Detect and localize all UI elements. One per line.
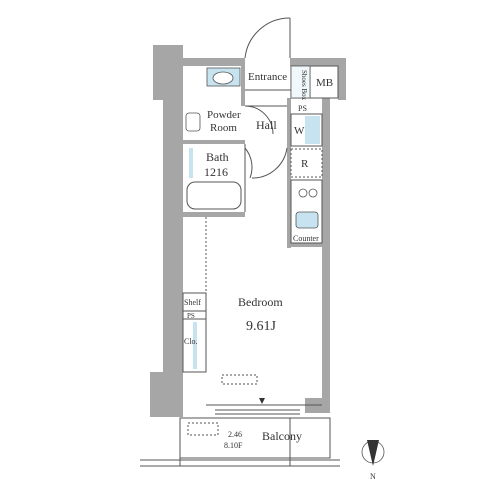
powder-door-arc[interactable] (244, 105, 274, 135)
label-powder-line1: Powder (207, 109, 241, 121)
label-shelf: Shelf (184, 298, 201, 307)
wall-pillar-bottom-left (150, 372, 183, 417)
stove-burner-1 (298, 188, 308, 198)
label-bath-size: 1216 (204, 165, 228, 179)
entrance-door[interactable] (244, 17, 291, 59)
wall-top (183, 58, 245, 66)
fridge-box (290, 148, 323, 178)
wall-right (322, 98, 330, 403)
washbasin (185, 112, 201, 132)
label-bath: Bath (206, 150, 229, 164)
wall-top-right (290, 58, 310, 66)
hall-door-arc[interactable] (251, 147, 288, 179)
label-entrance: Entrance (248, 71, 287, 83)
compass-needle-icon (367, 440, 379, 466)
wall-kitchen-left (287, 98, 291, 248)
entrance-door-arc (244, 17, 291, 59)
label-bedroom-size: 9.61J (246, 319, 277, 334)
balcony-outline (179, 417, 331, 459)
label-counter: Counter (293, 234, 319, 243)
compass-north-label: N (370, 472, 376, 481)
bath-door-arc[interactable] (244, 147, 253, 179)
label-fridge: R (301, 158, 309, 170)
label-mb: MB (316, 77, 333, 89)
label-ps-top: PS (298, 104, 307, 113)
wall-mb (308, 58, 345, 66)
label-shoes-box: Shoes Box (300, 70, 308, 101)
label-hall: Hall (256, 118, 277, 132)
toilet-icon (212, 71, 234, 85)
closet-box (182, 318, 207, 373)
aircon-unit (221, 374, 258, 385)
shoes-box (290, 65, 311, 99)
compass: N (361, 440, 385, 481)
label-powder-line2: Room (210, 122, 237, 134)
washer-box (290, 113, 323, 147)
wall-powder-right (241, 66, 245, 106)
outdoor-unit (187, 422, 219, 436)
entrance-marker-icon (259, 398, 265, 404)
wall-bath-bottom (183, 212, 245, 217)
stove-burner-2 (308, 188, 318, 198)
label-ps-side: PS (187, 312, 195, 320)
wall-mb-right (338, 58, 346, 100)
label-balcony-area-2: 8.10F (224, 441, 243, 450)
interior-doors (244, 105, 288, 179)
thin-walls (140, 65, 340, 467)
label-balcony-area-1: 2.46 (228, 430, 242, 439)
wall-left-upper (163, 95, 183, 375)
bathtub-icon (186, 181, 242, 210)
label-bedroom: Bedroom (238, 295, 283, 309)
wall-kitchen-bottom (287, 243, 322, 247)
closet-hanger (193, 322, 197, 369)
sink-icon (295, 211, 319, 229)
label-closet: Clo. (184, 337, 198, 346)
label-washer: W (294, 125, 305, 137)
labels: Entrance Shoes Box MB PS Powder Room Hal… (184, 70, 333, 450)
wall-pillar-top-left (153, 45, 183, 100)
fixtures (185, 66, 320, 369)
wall-powder-bottom (183, 140, 245, 144)
washer-icon (305, 116, 320, 144)
walls (150, 45, 346, 417)
shoes-box-fill (291, 66, 310, 98)
shower-area (189, 148, 193, 178)
label-balcony: Balcony (262, 429, 302, 443)
counter-box (290, 179, 323, 244)
